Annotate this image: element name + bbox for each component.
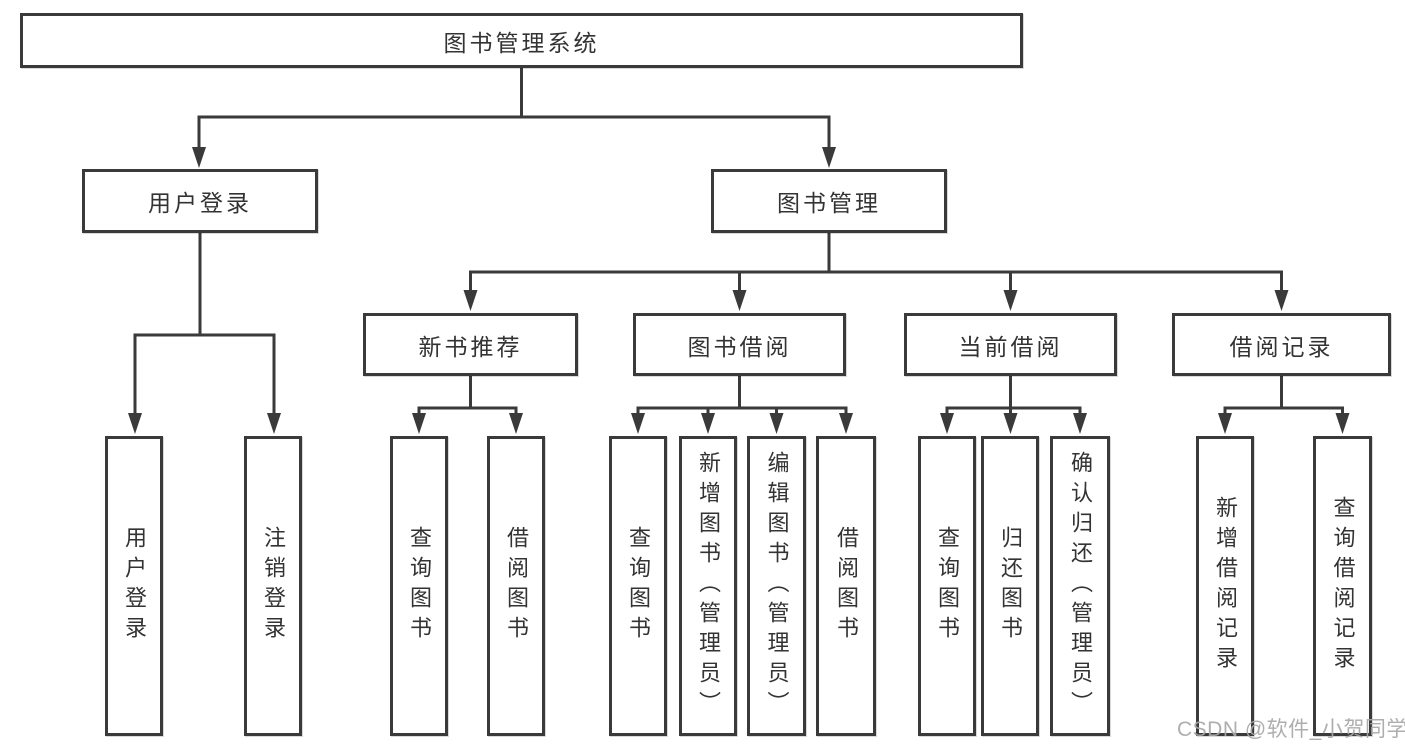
csdn-watermark: CSDN @软件_小贺同学 bbox=[1177, 718, 1405, 741]
leaf-edit-book-admin: 编辑图书（管理员） bbox=[747, 436, 806, 736]
leaf-user-login: 用户登录 bbox=[105, 436, 163, 736]
leaf-borrow-books: 借阅图书 bbox=[816, 436, 876, 736]
node-user-login: 用户登录 bbox=[82, 169, 318, 233]
leaf-confirm-return-admin: 确认归还（管理员） bbox=[1050, 436, 1110, 736]
node-library-management-system: 图书管理系统 bbox=[20, 13, 1023, 68]
node-new-book-recommend: 新书推荐 bbox=[363, 313, 578, 376]
node-current-borrow: 当前借阅 bbox=[904, 313, 1117, 376]
leaf-query-books-recommend: 查询图书 bbox=[390, 436, 448, 736]
node-book-management: 图书管理 bbox=[711, 169, 947, 233]
leaf-add-book-admin: 新增图书（管理员） bbox=[679, 436, 737, 736]
leaf-logout: 注销登录 bbox=[244, 436, 302, 736]
leaf-return-book: 归还图书 bbox=[981, 436, 1039, 736]
node-borrow-records: 借阅记录 bbox=[1172, 313, 1391, 376]
node-book-borrow: 图书借阅 bbox=[633, 313, 846, 376]
leaf-query-borrow-record: 查询借阅记录 bbox=[1313, 436, 1372, 736]
leaf-query-books-current: 查询图书 bbox=[918, 436, 976, 736]
leaf-add-borrow-record: 新增借阅记录 bbox=[1196, 436, 1254, 736]
leaf-query-books-borrow: 查询图书 bbox=[609, 436, 667, 736]
leaf-borrow-books-recommend: 借阅图书 bbox=[487, 436, 545, 736]
arrowheads bbox=[128, 147, 1350, 434]
